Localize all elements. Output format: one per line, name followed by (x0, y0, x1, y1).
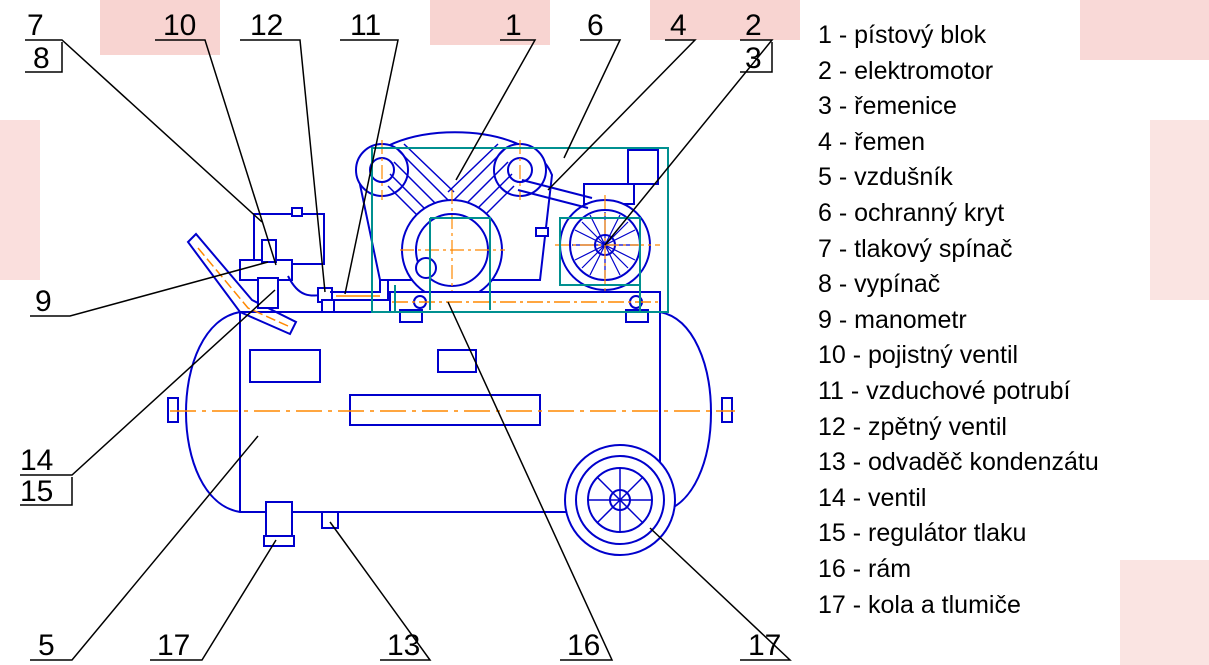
drain-parts (263, 501, 339, 547)
callout-4: 4 (670, 9, 687, 42)
legend-item: 7 - tlakový spínač (818, 234, 1013, 263)
legend-item: 16 - rám (818, 554, 912, 583)
callout-16: 16 (567, 629, 600, 662)
callout-13: 13 (387, 629, 420, 662)
callout-7: 7 (27, 9, 44, 42)
belt (517, 179, 593, 209)
callout-14: 14 (20, 444, 53, 477)
legend-item: 3 - řemenice (818, 92, 957, 121)
callout-1: 1 (505, 9, 522, 42)
callout-15: 15 (20, 475, 53, 508)
callout-3: 3 (745, 42, 762, 75)
callout-8: 8 (33, 42, 50, 75)
callout-6: 6 (587, 9, 604, 42)
legend-item: 17 - kola a tlumiče (818, 590, 1021, 619)
callout-17-left: 17 (157, 629, 190, 662)
legend-item: 11 - vzduchové potrubí (818, 376, 1071, 405)
callout-9: 9 (35, 285, 52, 318)
pump-block (355, 131, 554, 301)
callout-2: 2 (745, 9, 762, 42)
callout-12: 12 (250, 9, 283, 42)
legend-item: 6 - ochranný kryt (818, 198, 1005, 227)
legend-item: 10 - pojistný ventil (818, 341, 1019, 370)
motor-centerlines (555, 195, 660, 298)
wheel (564, 444, 676, 556)
legend-item: 2 - elektromotor (818, 56, 994, 85)
legend-item: 8 - vypínač (818, 270, 941, 299)
pressure-switch (239, 207, 335, 313)
leader-lines (20, 39, 792, 661)
legend-item: 9 - manometr (818, 305, 967, 334)
callout-5: 5 (38, 629, 55, 662)
legend-item: 1 - pístový blok (818, 21, 987, 49)
legend-item: 13 - odvaděč kondenzátu (818, 448, 1099, 477)
legend-item: 14 - ventil (818, 483, 927, 512)
parts-legend: 1 - pístový blok 2 - elektromotor 3 - ře… (818, 18, 1208, 623)
legend-item: 4 - řemen (818, 127, 925, 156)
callout-10: 10 (163, 9, 196, 42)
callout-17-right: 17 (748, 629, 781, 662)
legend-item: 5 - vzdušník (818, 163, 953, 192)
legend-item: 12 - zpětný ventil (818, 412, 1007, 441)
callout-11: 11 (350, 9, 381, 42)
legend-item: 15 - regulátor tlaku (818, 519, 1027, 548)
manometer-pipe (186, 232, 298, 336)
